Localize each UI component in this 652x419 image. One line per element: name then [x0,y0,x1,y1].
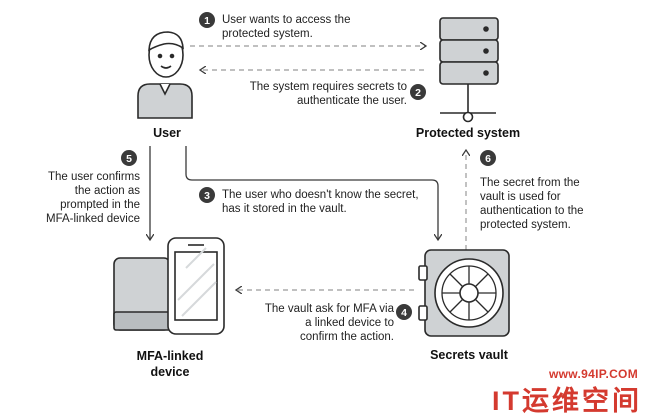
step-4-text: The vault ask for MFA via a linked devic… [264,303,394,343]
step-badge-6: 6 [480,150,496,166]
step-badge-4: 4 [396,304,412,320]
protected-system-label: Protected system [415,126,521,140]
step-2-text: The system requires secrets to authentic… [249,81,407,107]
arrow-step-3 [185,146,438,240]
step-badge-3: 3 [199,187,215,203]
mfa-device-label: MFA-linked device [136,349,204,379]
secrets-vault-label: Secrets vault [430,348,508,362]
svg-text:1: 1 [204,15,210,27]
svg-text:6: 6 [485,153,491,165]
step-1-text: User wants to access the protected syste… [222,14,351,40]
svg-text:5: 5 [126,153,132,165]
user-label: User [153,126,181,140]
server-icon [439,17,499,123]
step-5-text: The user confirms the action as prompted… [46,171,140,225]
watermark-url: www.94IP.COM [549,367,638,381]
step-3-text: The user who doesn't know the secret, ha… [222,189,419,215]
step-6-text: The secret from the vault is used for au… [480,177,584,231]
mfa-device-icon [113,237,225,335]
user-icon [137,31,193,119]
step-badge-1: 1 [199,12,215,28]
svg-text:2: 2 [415,87,421,99]
svg-text:4: 4 [401,307,407,319]
step-badge-2: 2 [410,84,426,100]
vault-icon [418,249,510,337]
step-badge-5: 5 [121,150,137,166]
svg-text:3: 3 [204,190,210,202]
watermark-brand: IT运维空间 [492,386,642,416]
